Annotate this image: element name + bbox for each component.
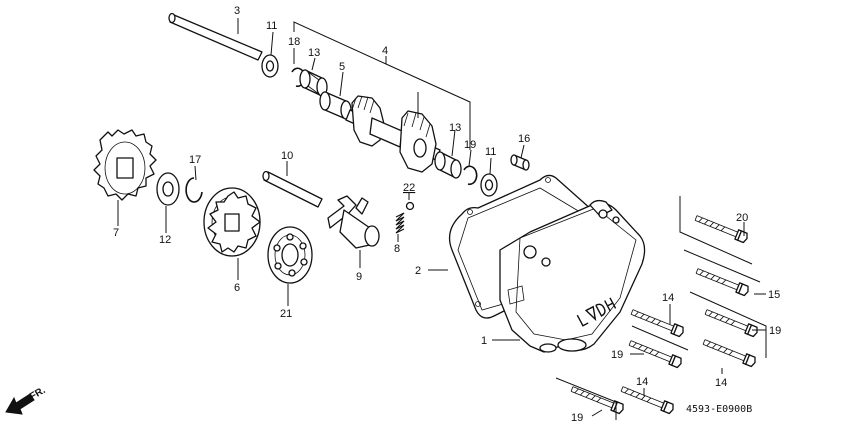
label-p14a: 14 — [662, 292, 674, 304]
label-p21: 21 — [280, 308, 292, 320]
needle-bearing-13-lower — [434, 151, 462, 179]
label-p9: 9 — [356, 271, 362, 283]
label-p7: 7 — [113, 227, 119, 239]
label-p20: 20 — [736, 212, 748, 224]
label-p18a: 18 — [288, 36, 300, 48]
label-p22: 22 — [403, 182, 415, 194]
diagram-code: 4593-E0900B — [686, 404, 752, 415]
bolt-14-lower — [619, 383, 676, 415]
gear-assembly-6 — [203, 187, 261, 257]
label-p14b: 14 — [715, 377, 727, 389]
bolt-19-lower — [569, 383, 626, 415]
label-p2: 2 — [415, 265, 421, 277]
dowel-pin-16 — [510, 154, 530, 171]
label-p10: 10 — [281, 150, 293, 162]
bolt-19-middle — [627, 337, 684, 369]
crankcase-cover-1 — [499, 199, 646, 353]
front-direction-arrow: FR. — [5, 385, 48, 415]
countershaft-4 — [345, 95, 441, 173]
label-p19c: 19 — [571, 412, 583, 424]
label-p11b: 11 — [485, 146, 496, 158]
bolt-19-right — [703, 306, 760, 338]
collar-5 — [319, 91, 352, 120]
label-p11a: 11 — [266, 20, 277, 32]
label-p5: 5 — [339, 61, 345, 73]
bolt-15 — [694, 265, 751, 297]
label-p8: 8 — [394, 243, 400, 255]
label-p6: 6 — [234, 282, 240, 294]
shift-fork-9 — [327, 195, 380, 249]
spring-8 — [395, 212, 405, 234]
washer-11-lower — [480, 173, 498, 197]
part-labels: 3 11 18 13 5 4 13 19 11 16 10 17 22 7 12… — [113, 5, 781, 424]
circlip-17 — [185, 177, 203, 203]
ball-bearing-21 — [267, 226, 313, 284]
label-p14c: 14 — [636, 376, 648, 388]
circlip-18-lower — [463, 165, 478, 186]
splined-washer-12 — [156, 172, 180, 206]
label-p13b: 13 — [449, 122, 461, 134]
label-p18b: 19 — [464, 139, 476, 151]
label-p13a: 13 — [308, 47, 320, 59]
label-p19b: 19 — [611, 349, 623, 361]
washer-11-upper — [261, 54, 279, 78]
shaft-3 — [168, 12, 263, 61]
label-p12: 12 — [159, 234, 171, 246]
gear-7 — [93, 129, 157, 201]
label-p4: 4 — [382, 45, 388, 57]
label-p3: 3 — [234, 5, 240, 17]
leader-lines — [117, 18, 766, 417]
label-p16: 16 — [518, 133, 530, 145]
front-direction-label: FR. — [28, 385, 48, 403]
label-p17: 17 — [189, 154, 201, 166]
ball-22 — [405, 201, 415, 211]
label-p15: 15 — [768, 289, 780, 301]
fork-shaft-10 — [262, 170, 323, 208]
bolt-group-brackets — [555, 196, 767, 420]
bolt-14-upper — [629, 306, 686, 338]
bolt-14-right — [701, 336, 758, 368]
label-p19a: 19 — [769, 325, 781, 337]
label-p1: 1 — [481, 335, 487, 347]
